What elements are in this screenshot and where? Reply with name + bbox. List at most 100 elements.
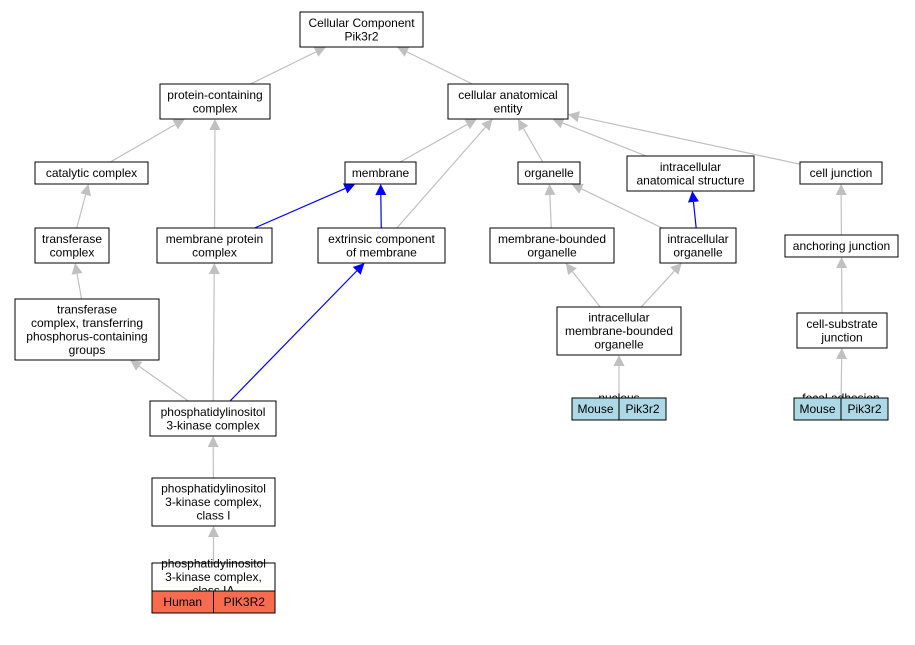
node-nucleus[interactable]: nucleusMousePik3r2 — [571, 391, 667, 421]
edge-mbo-to-organelle — [544, 184, 556, 229]
node-box — [34, 227, 110, 264]
node-fa[interactable]: focal adhesionMousePik3r2 — [793, 391, 889, 421]
node-label-line: anchoring junction — [793, 239, 890, 253]
arrowhead-icon — [352, 263, 365, 275]
node-box — [796, 312, 888, 349]
node-label-line: of membrane — [346, 245, 417, 259]
edge-line — [110, 123, 176, 163]
node-box — [14, 298, 160, 361]
node-label-line: intracellular — [660, 160, 721, 174]
node-label-line: entity — [494, 101, 523, 115]
node-label-line: intracellular — [667, 232, 728, 246]
node-label-line: cell-substrate — [806, 317, 878, 331]
node-box — [626, 155, 755, 192]
node-organelle[interactable]: organelle — [517, 161, 581, 185]
arrowhead-icon — [565, 263, 577, 276]
edge-catalytic-to-pcc — [110, 119, 185, 163]
node-box — [34, 161, 149, 185]
edge-line — [578, 116, 801, 165]
node-box — [159, 83, 271, 120]
arrowhead-icon — [71, 263, 83, 275]
edge-pi3k1a-to-pi3k1 — [208, 526, 219, 563]
edge-line — [549, 194, 552, 229]
edge-transferase-to-catalytic — [76, 184, 91, 229]
edge-io-to-ias — [688, 191, 699, 229]
node-catalytic[interactable]: catalytic complex — [34, 161, 149, 185]
node-label-line: organelle — [527, 245, 577, 259]
arrowhead-icon — [481, 119, 493, 131]
node-box — [517, 161, 581, 185]
arrowhead-icon — [375, 184, 387, 196]
node-label-line: 3-kinase complex, — [165, 495, 262, 509]
edge-pi3k-to-ecm — [229, 263, 365, 402]
edge-cj-to-cae — [568, 111, 801, 165]
edge-pcc-to-root — [250, 46, 326, 85]
node-label-line: complex — [193, 101, 238, 115]
species-tag: Mouse — [799, 402, 835, 416]
arrowhead-icon — [464, 119, 477, 130]
node-label-line: extrinsic component — [328, 232, 435, 246]
arrowhead-icon — [207, 436, 219, 447]
node-label-line: organelle — [524, 166, 574, 180]
node-label-line: organelle — [594, 338, 644, 352]
edge-ecm-to-cae — [396, 119, 493, 229]
edge-pi3k-to-mpc — [208, 263, 220, 402]
arrowhead-icon — [836, 348, 848, 360]
node-box — [489, 227, 615, 264]
node-box — [156, 227, 273, 264]
node-label-line: cellular anatomical — [458, 88, 557, 102]
arrowhead-icon — [209, 119, 221, 130]
node-box — [556, 306, 682, 356]
arrowhead-icon — [80, 184, 91, 197]
node-membrane[interactable]: membrane — [344, 161, 417, 185]
edge-pi3k1-to-pi3k — [207, 436, 219, 479]
edge-aj-to-cj — [835, 184, 847, 236]
edge-line — [254, 187, 346, 229]
edge-line — [229, 270, 358, 402]
node-box — [784, 234, 899, 258]
edge-imbo-to-mbo — [565, 263, 601, 308]
edge-pi3k-to-tctpg — [130, 360, 189, 402]
node-label-line: membrane-bounded — [565, 324, 673, 338]
node-label-line: complex — [192, 245, 237, 259]
edge-line — [212, 273, 215, 402]
node-box — [149, 400, 277, 437]
arrowhead-icon — [544, 184, 556, 196]
edge-line — [76, 273, 83, 300]
edge-ias-to-cae — [552, 117, 647, 157]
arrowhead-icon — [518, 119, 529, 132]
node-label-line: junction — [820, 330, 862, 344]
gene-tag: Pik3r2 — [847, 402, 881, 416]
node-label-line: 3-kinase complex — [166, 418, 259, 432]
species-tag: Mouse — [577, 402, 613, 416]
gene-tag-cell — [618, 397, 667, 421]
node-label-line: protein-containing — [167, 88, 262, 102]
edge-ecm-to-membrane — [375, 184, 387, 229]
node-label-line: complex, transferring — [31, 316, 143, 330]
edge-line — [138, 365, 189, 402]
node-label-line: phosphatidylinositol — [161, 405, 266, 419]
node-label-line: transferase — [42, 232, 102, 246]
node-cj[interactable]: cell junction — [799, 161, 883, 185]
node-aj[interactable]: anchoring junction — [784, 234, 899, 258]
arrowhead-icon — [836, 257, 848, 268]
arrowhead-icon — [172, 119, 185, 130]
edge-csj-to-aj — [836, 257, 848, 314]
edge-line — [581, 188, 663, 229]
